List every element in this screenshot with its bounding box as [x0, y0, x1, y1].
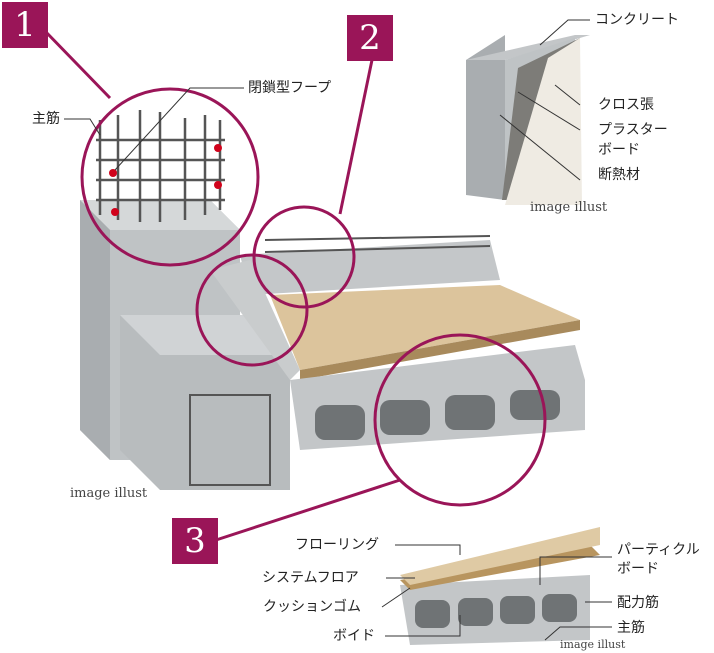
label-distribution-rebar: 配力筋: [617, 595, 659, 611]
badge-2: 2: [347, 15, 393, 61]
label-floor-main-rebar: 主筋: [617, 620, 645, 636]
flooring: [270, 285, 580, 370]
wall-section-illustration: [466, 35, 590, 205]
label-particle-2: ボード: [617, 561, 659, 577]
label-cloth: クロス張: [598, 97, 654, 113]
label-particle-1: パーティクル: [617, 542, 700, 558]
caption-wall: image illust: [530, 200, 608, 215]
label-main-rebar: 主筋: [32, 111, 60, 127]
detail-circles: [42, 28, 547, 542]
label-plaster-2: ボード: [598, 142, 640, 158]
label-void: ボイド: [333, 628, 375, 644]
label-plaster-1: プラスター: [598, 122, 668, 138]
label-concrete: コンクリート: [595, 12, 679, 28]
label-system-floor: システムフロア: [262, 570, 359, 586]
caption-floor: image illust: [560, 638, 626, 651]
badge-1: 1: [2, 2, 48, 48]
label-closed-hoop: 閉鎖型フープ: [248, 80, 332, 96]
rebar-cage: [96, 110, 225, 222]
label-insulation: 断熱材: [598, 167, 640, 183]
column-illustration: [80, 200, 290, 490]
caption-main: image illust: [70, 486, 148, 501]
back-wall: [240, 240, 500, 295]
label-cushion-rubber: クッションゴム: [263, 599, 361, 615]
label-flooring: フローリング: [295, 537, 379, 553]
floor-section-illustration: [400, 527, 600, 645]
badge-3: 3: [172, 518, 218, 564]
